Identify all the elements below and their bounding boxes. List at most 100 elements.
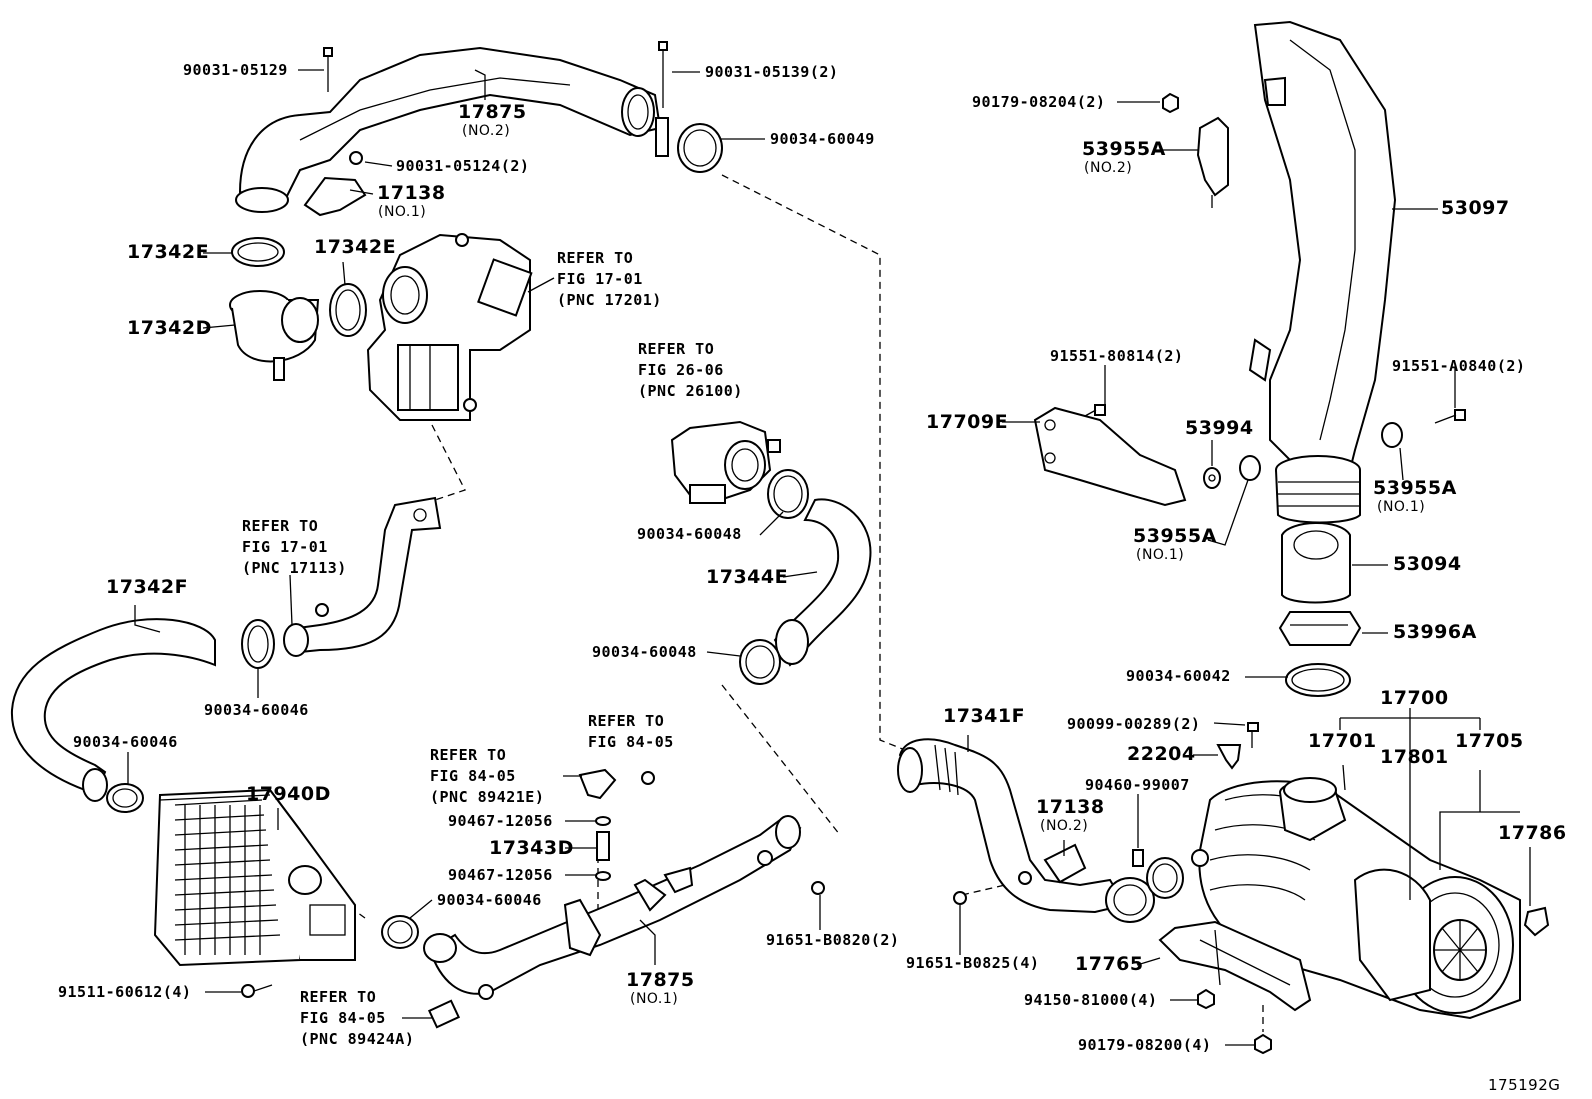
label-17765: 17765 [1075, 953, 1144, 975]
ref-line: (PNC 17201) [557, 291, 662, 309]
part-17342D [229, 290, 320, 381]
label-17701: 17701 [1308, 730, 1377, 752]
label-53996A: 53996A [1393, 621, 1477, 643]
washer-53994 [1203, 467, 1221, 489]
nut-94150-81000 [1197, 988, 1215, 1010]
bolt-91651-B0820 [811, 881, 825, 895]
label-90034-60049: 90034-60049 [770, 130, 875, 148]
label-17342D: 17342D [127, 317, 212, 339]
label-17138-no2: 17138 [1036, 796, 1105, 818]
label-17801: 17801 [1380, 746, 1449, 768]
bracket-17765 [1158, 920, 1312, 1012]
ref-line: (PNC 17113) [242, 559, 347, 577]
pipe-17113 [283, 496, 442, 657]
bolt-91651-B0825 [953, 891, 967, 905]
label-90034-60042: 90034-60042 [1126, 667, 1231, 685]
hose-17342F [10, 618, 216, 802]
ref-line: REFER TO [242, 517, 319, 535]
clamp-90034-60048-a [767, 469, 809, 519]
label-90179-08204: 90179-08204(2) [972, 93, 1106, 111]
hose-17341F [897, 738, 1155, 923]
clamp-90034-60049 [677, 123, 723, 173]
label-53955A-no2: 53955A [1082, 138, 1166, 160]
label-91651-B0825: 91651-B0825(4) [906, 954, 1040, 972]
clamp-90034-60046-a [241, 619, 275, 669]
label-17786: 17786 [1498, 822, 1567, 844]
ref-line: REFER TO [588, 712, 665, 730]
ref-line: (PNC 89424A) [300, 1030, 415, 1048]
label-17875-no2-sub: (NO.2) [462, 123, 511, 139]
ref-line: FIG 84-05 [300, 1009, 386, 1027]
ref-line: FIG 26-06 [638, 361, 724, 379]
label-94150-81000: 94150-81000(4) [1024, 991, 1158, 1009]
label-90034-60046-a: 90034-60046 [204, 701, 309, 719]
clip-17786 [1523, 906, 1550, 937]
ref-fig-26-06-26100: REFER TO FIG 26-06 (PNC 26100) [638, 339, 743, 402]
intercooler-17940D [153, 788, 356, 967]
label-53097: 53097 [1441, 197, 1510, 219]
leader-lines [127, 69, 1531, 1046]
clamp-17342E-b [329, 283, 367, 337]
label-17138-no1: 17138 [377, 182, 446, 204]
label-90099-00289: 90099-00289(2) [1067, 715, 1201, 733]
ref-line: FIG 84-05 [430, 767, 516, 785]
label-90031-05129: 90031-05129 [183, 61, 288, 79]
part-17875-no2 [235, 46, 662, 213]
ref-fig-84-05-89421E: REFER TO FIG 84-05 (PNC 89421E) [430, 745, 544, 808]
bolt-91551-80814 [1084, 404, 1106, 417]
label-17700: 17700 [1380, 687, 1449, 709]
label-17342E-a: 17342E [127, 241, 210, 263]
bolt-90031-05129 [323, 47, 333, 92]
label-53955A-l-sub: (NO.1) [1136, 547, 1185, 563]
label-90179-08200: 90179-08200(4) [1078, 1036, 1212, 1054]
label-53955A-no2-sub: (NO.2) [1084, 160, 1133, 176]
ref-line: REFER TO [300, 988, 377, 1006]
label-90460-99007: 90460-99007 [1085, 776, 1190, 794]
bolt-90099-00289 [1247, 722, 1259, 748]
bracket-17709E [1033, 406, 1187, 507]
ref-line: (PNC 26100) [638, 382, 743, 400]
ref-fig-17-01-17201: REFER TO FIG 17-01 (PNC 17201) [557, 248, 662, 311]
bracket-53955A-no2 [1196, 116, 1229, 208]
clamp-90460-99007 [1132, 849, 1184, 899]
ref-fig-17-01-17113: REFER TO FIG 17-01 (PNC 17113) [242, 516, 347, 579]
nut-90179-08200 [1254, 1005, 1272, 1055]
label-90034-60048-a: 90034-60048 [637, 525, 742, 543]
label-17342E-b: 17342E [314, 236, 397, 258]
label-53955A-r-sub: (NO.1) [1377, 499, 1426, 515]
label-17705: 17705 [1455, 730, 1524, 752]
label-53955A-l: 53955A [1133, 525, 1217, 547]
part-53094 [1281, 522, 1351, 604]
air-cleaner-17700 [1191, 777, 1521, 1020]
label-17940D: 17940D [246, 783, 331, 805]
part-17875-no1 [423, 815, 802, 1000]
ref-line: FIG 17-01 [557, 270, 643, 288]
label-90031-05124: 90031-05124(2) [396, 157, 530, 175]
ref-fig-84-05: REFER TO FIG 84-05 [588, 711, 674, 753]
label-17875-no1: 17875 [626, 969, 695, 991]
label-17343D: 17343D [489, 837, 574, 859]
grommet-53955A-r [1381, 422, 1403, 448]
bolt-90031-05124 [349, 151, 363, 165]
ref-line: (PNC 89421E) [430, 788, 545, 806]
clamp-90034-60048-b [739, 639, 781, 685]
bolt-90031-05139 [655, 41, 669, 157]
bolt-91511-60612 [241, 984, 273, 998]
label-17341F: 17341F [943, 705, 1026, 727]
nut-90179-08204 [1162, 92, 1179, 114]
ref-line: REFER TO [557, 249, 634, 267]
sensor-22204 [1216, 744, 1242, 770]
label-53955A-r: 53955A [1373, 477, 1457, 499]
bolt-91551-A0840 [1434, 409, 1466, 424]
label-53094: 53094 [1393, 553, 1462, 575]
label-17875-no1-sub: (NO.1) [630, 991, 679, 1007]
ref-fig-84-05-89424A: REFER TO FIG 84-05 (PNC 89424A) [300, 987, 414, 1050]
hose-17344E [773, 498, 872, 667]
label-90467-12056-a: 90467-12056 [448, 812, 553, 830]
label-91551-A0840: 91551-A0840(2) [1392, 357, 1526, 375]
label-17138-no1-sub: (NO.1) [378, 204, 427, 220]
bracket-17138-no2 [1043, 843, 1087, 884]
label-91511-60612: 91511-60612(4) [58, 983, 192, 1001]
